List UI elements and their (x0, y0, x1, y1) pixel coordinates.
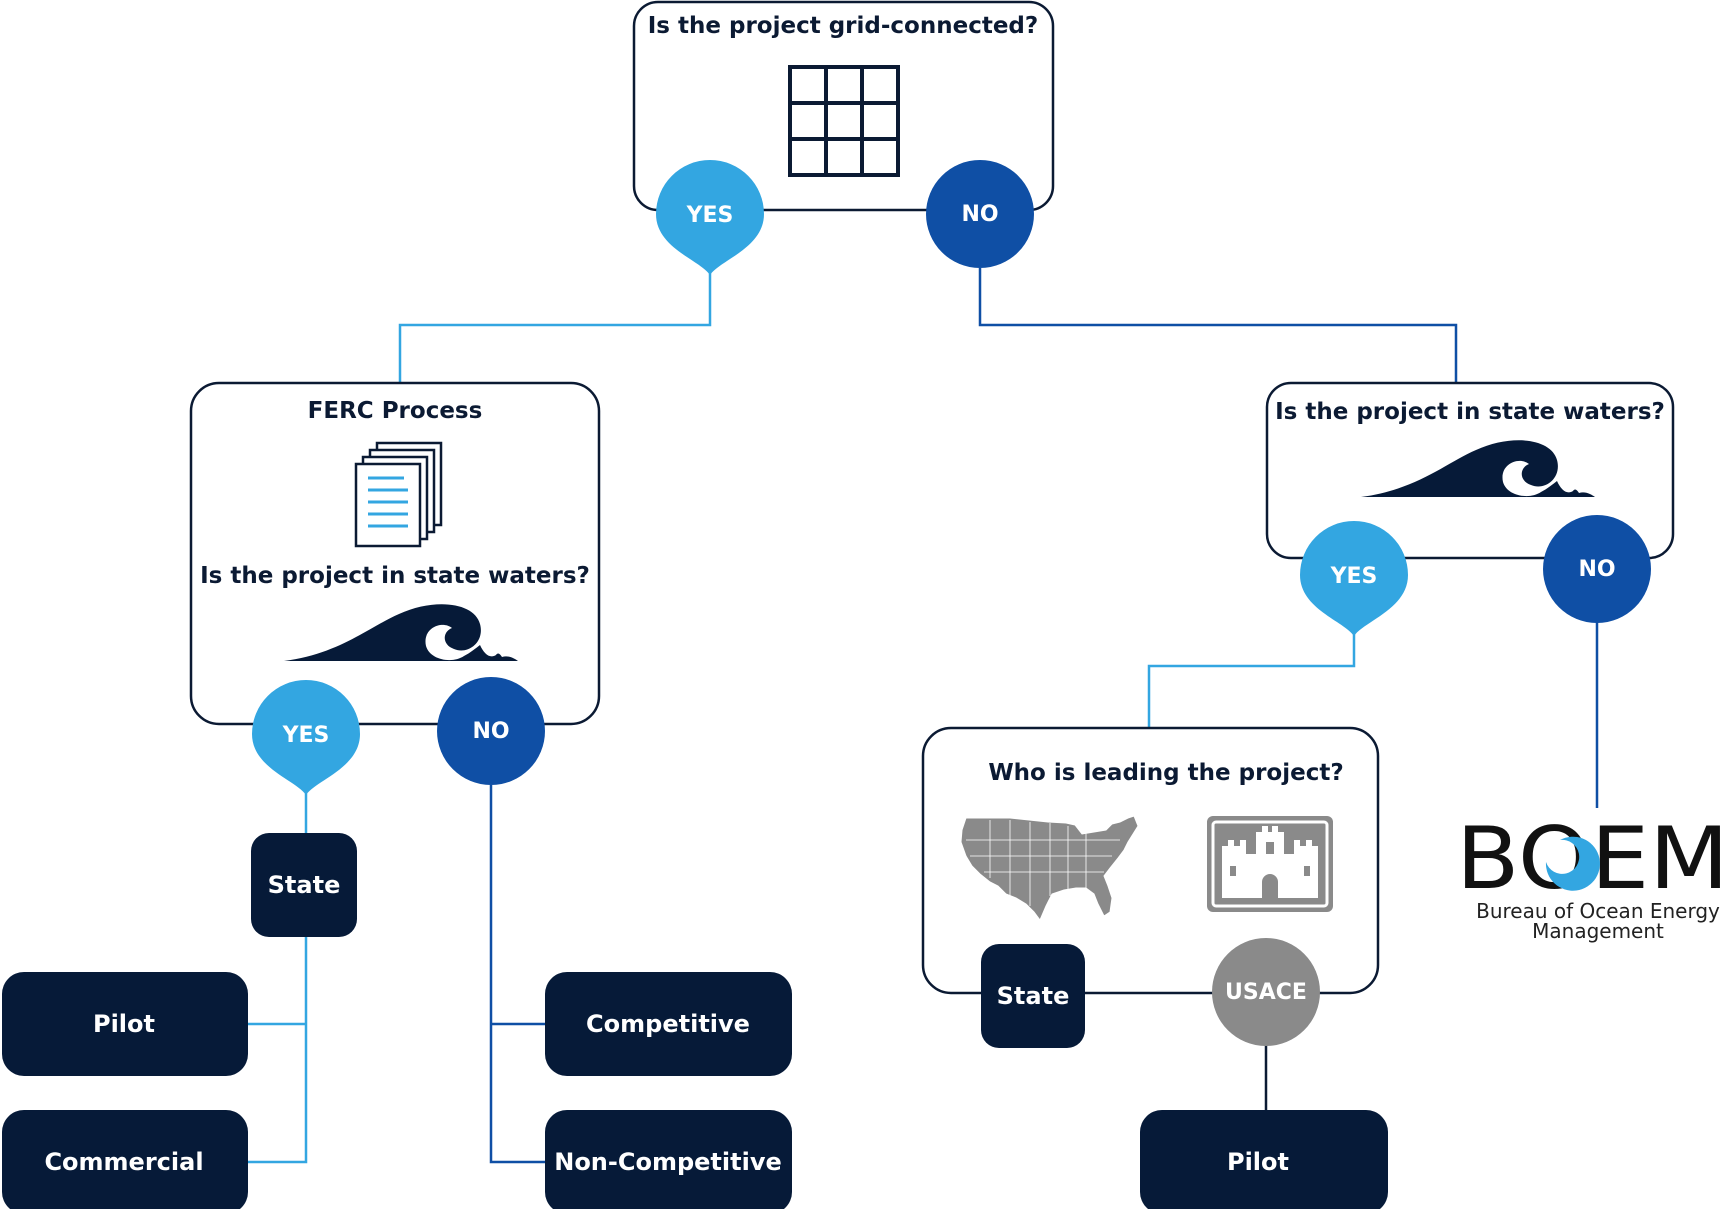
ferc-yes-pin[interactable]: YES (252, 680, 360, 795)
connector-state-options (246, 937, 308, 1164)
documents-icon (354, 441, 443, 548)
offgrid-yes-pin[interactable]: YES (1300, 521, 1408, 636)
usace-circle[interactable]: USACE (1212, 938, 1320, 1046)
grid-icon (788, 65, 900, 177)
usa-map-icon (960, 815, 1139, 921)
root-question: Is the project grid-connected? (648, 13, 1038, 39)
ferc-question: Is the project in state waters? (200, 563, 590, 589)
usace-pilot-box[interactable]: Pilot (1140, 1110, 1388, 1209)
ferc-yes-label: YES (282, 723, 330, 748)
wave-icon (284, 604, 518, 661)
connectors (246, 268, 1599, 1164)
connector-ferc-no (489, 785, 545, 1164)
boem-logo: BOEM Bureau of Ocean Energy Management (1456, 809, 1729, 943)
ferc-competitive-label: Competitive (586, 1010, 750, 1038)
ferc-pilot-label: Pilot (93, 1010, 155, 1038)
ferc-no-pin[interactable]: NO (437, 677, 545, 785)
root-decision-box: Is the project grid-connected? (632, 0, 1055, 212)
offgrid-no-label: NO (1578, 557, 1615, 582)
offgrid-no-pin[interactable]: NO (1543, 515, 1651, 623)
wave-icon (1361, 440, 1595, 497)
usace-castle-icon (1207, 816, 1333, 912)
ferc-competitive-box[interactable]: Competitive (545, 972, 792, 1076)
boem-subtitle-line1: Bureau of Ocean Energy (1476, 899, 1720, 923)
root-no-label: NO (961, 202, 998, 227)
offgrid-state-waters-box: Is the project in state waters? (1265, 381, 1675, 560)
lead-question: Who is leading the project? (988, 760, 1343, 786)
usace-pilot-label: Pilot (1227, 1148, 1289, 1176)
boem-subtitle-line2: Management (1532, 919, 1664, 943)
ferc-state-box[interactable]: State (251, 833, 357, 937)
lead-state-box[interactable]: State (981, 944, 1085, 1048)
connector-root-no (978, 268, 1458, 383)
ferc-commercial-label: Commercial (44, 1148, 203, 1176)
offgrid-yes-label: YES (1330, 564, 1378, 589)
ferc-non-competitive-box[interactable]: Non-Competitive (545, 1110, 792, 1209)
ferc-commercial-box[interactable]: Commercial (2, 1110, 248, 1209)
connector-offgrid-yes (1147, 630, 1356, 728)
ferc-title: FERC Process (308, 398, 483, 424)
connector-root-yes (398, 268, 712, 383)
root-no-pin[interactable]: NO (926, 160, 1034, 268)
ferc-state-label: State (268, 871, 341, 899)
root-yes-label: YES (686, 203, 734, 228)
boem-wave-mark (1545, 836, 1600, 891)
ferc-non-competitive-label: Non-Competitive (554, 1148, 782, 1176)
ferc-no-label: NO (472, 719, 509, 744)
ferc-pilot-box[interactable]: Pilot (2, 972, 248, 1076)
project-lead-box: Who is leading the project? (921, 726, 1380, 995)
offgrid-question: Is the project in state waters? (1275, 399, 1665, 425)
lead-state-label: State (997, 982, 1070, 1010)
usace-label: USACE (1225, 980, 1307, 1005)
root-yes-pin[interactable]: YES (656, 160, 764, 275)
ferc-process-box: FERC Process Is the project in state wat… (189, 381, 601, 726)
